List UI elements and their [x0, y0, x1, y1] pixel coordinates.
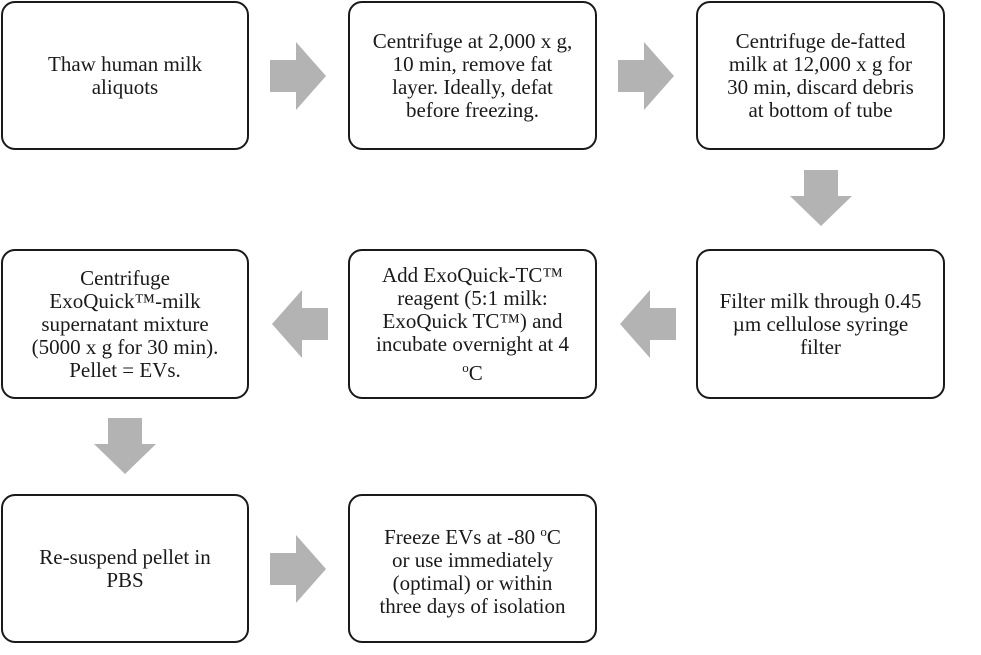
step-8-degree-sup: o [540, 523, 547, 539]
step-5-text: Add ExoQuick-TC™ reagent (5:1 milk: ExoQ… [375, 262, 570, 385]
step-8-text-post: C or use immediately (optimal) or within… [379, 524, 566, 618]
step-5-box: Add ExoQuick-TC™ reagent (5:1 milk: ExoQ… [348, 249, 597, 399]
step-7-box: Re-suspend pellet in PBS [1, 494, 249, 643]
step-5-text-unit: C [468, 360, 483, 385]
arrow-down-3-4 [790, 170, 852, 226]
arrow-left-4-5 [620, 290, 676, 358]
arrow-right-7-8 [270, 535, 326, 603]
step-5-degree-sup: o [462, 359, 469, 375]
step-2-text: Centrifuge at 2,000 x g, 10 min, remove … [372, 28, 573, 122]
step-1-box: Thaw human milk aliquots [1, 1, 249, 150]
step-1-text: Thaw human milk aliquots [48, 51, 202, 99]
step-6-box: Centrifuge ExoQuick™-milk supernatant mi… [1, 249, 249, 399]
arrow-right-2-3 [618, 42, 674, 110]
step-3-text: Centrifuge de-fatted milk at 12,000 x g … [727, 28, 914, 122]
arrow-left-5-6 [272, 290, 328, 358]
arrow-right-1-2 [270, 42, 326, 110]
arrow-down-6-7 [94, 418, 156, 474]
step-7-text: Re-suspend pellet in PBS [39, 544, 211, 592]
step-6-text: Centrifuge ExoQuick™-milk supernatant mi… [31, 265, 219, 382]
step-8-text-pre: Freeze EVs at -80 [384, 524, 541, 549]
step-8-text: Freeze EVs at -80 oC or use immediately … [379, 520, 565, 618]
step-2-box: Centrifuge at 2,000 x g, 10 min, remove … [348, 1, 597, 150]
step-4-text: Filter milk through 0.45 µm cellulose sy… [719, 288, 922, 359]
step-8-box: Freeze EVs at -80 oC or use immediately … [348, 494, 597, 643]
step-4-box: Filter milk through 0.45 µm cellulose sy… [696, 249, 945, 399]
step-3-box: Centrifuge de-fatted milk at 12,000 x g … [696, 1, 945, 150]
step-5-text-main: Add ExoQuick-TC™ reagent (5:1 milk: ExoQ… [375, 262, 570, 356]
